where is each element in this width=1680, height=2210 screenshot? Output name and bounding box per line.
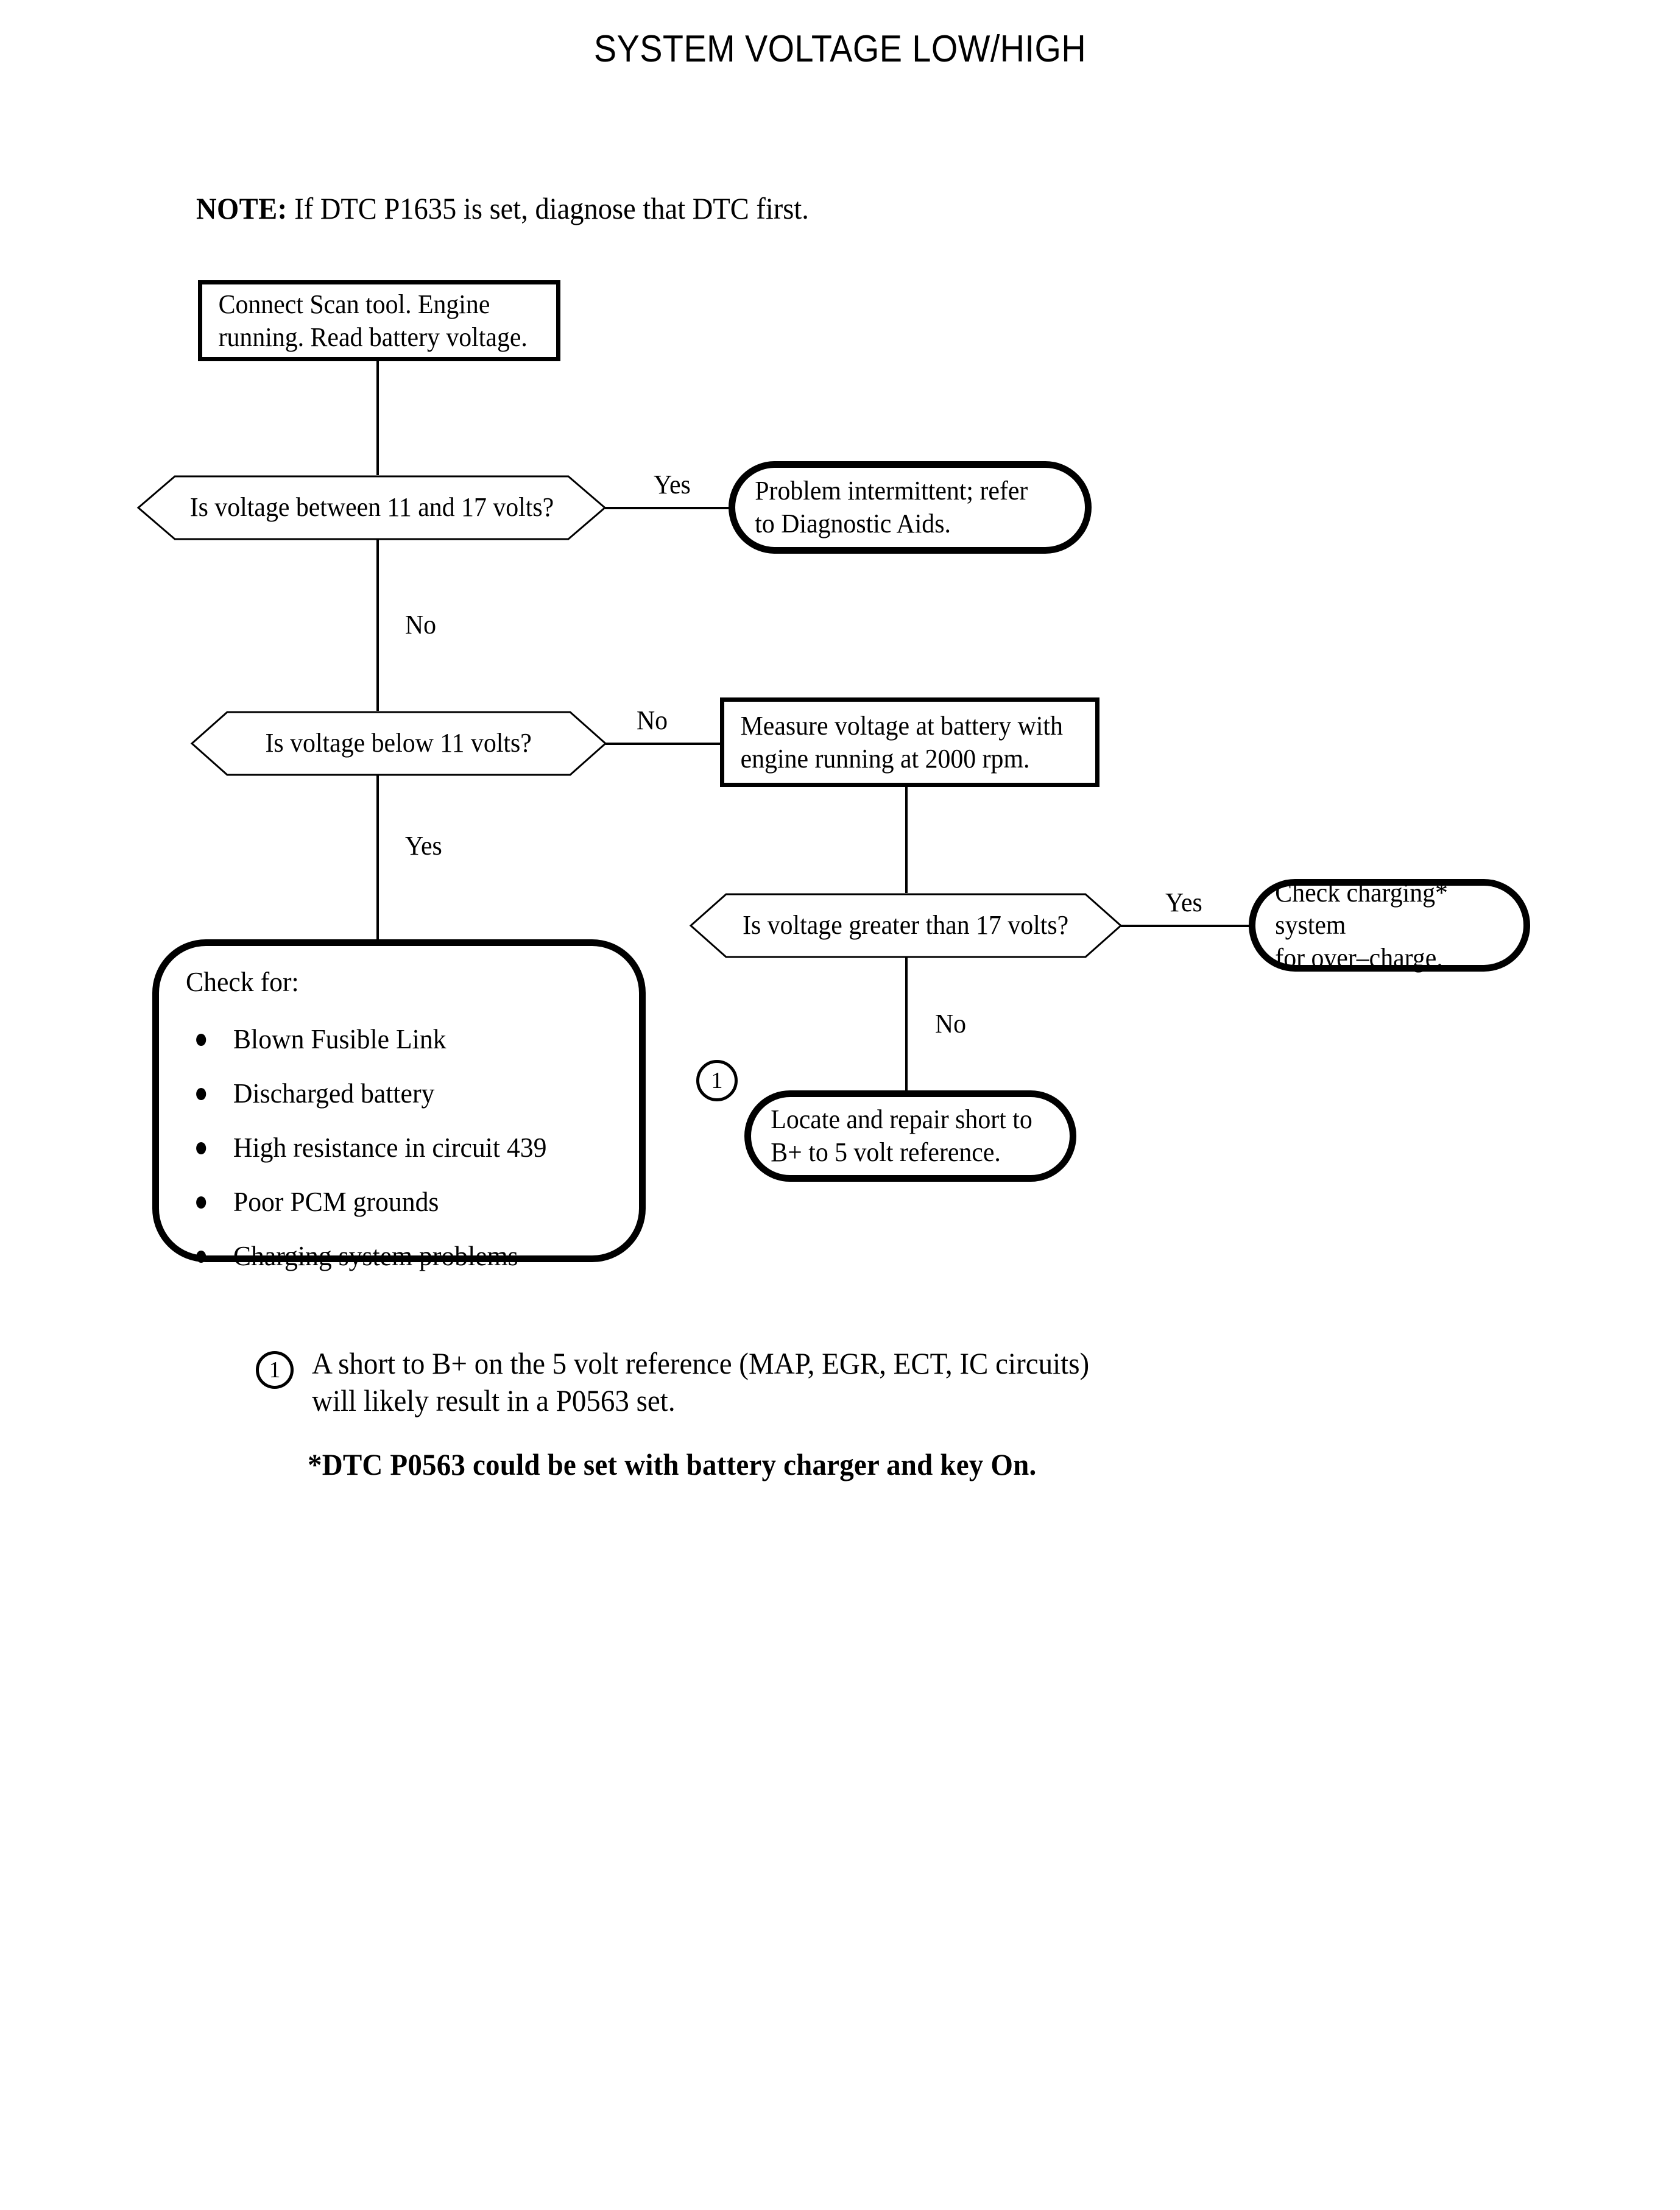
check-for-box[interactable]: Check for: Blown Fusible Link Discharged… xyxy=(152,939,646,1270)
process-measure-voltage[interactable]: Measure voltage at battery with engine r… xyxy=(720,697,1099,787)
list-item: Discharged battery xyxy=(186,1079,605,1107)
page-title: SYSTEM VOLTAGE LOW/HIGH xyxy=(593,28,1087,70)
hexagon-shape xyxy=(690,893,1122,958)
note-label: NOTE: xyxy=(196,191,288,225)
list-item-label: Blown Fusible Link xyxy=(233,1023,446,1054)
footnote-marker-1-circle: 1 xyxy=(256,1351,294,1389)
branch-label-decision1-yes: Yes xyxy=(654,470,691,500)
terminator-check-charging-system-text: Check charging* system for over–charge. xyxy=(1275,877,1448,973)
check-for-list: Blown Fusible Link Discharged battery Hi… xyxy=(186,1025,627,1296)
list-item: Poor PCM grounds xyxy=(186,1188,605,1216)
footnote-2-text: *DTC P0563 could be set with battery cha… xyxy=(308,1447,1037,1481)
terminator-locate-repair-short-text: Locate and repair short to B+ to 5 volt … xyxy=(771,1104,1032,1167)
connector-decision3-no xyxy=(905,957,908,1103)
decision-1-text: Is voltage between 11 and 17 volts? xyxy=(189,492,554,523)
check-for-heading: Check for: xyxy=(186,966,299,997)
footnote-1-text: A short to B+ on the 5 volt reference (M… xyxy=(312,1346,1090,1417)
branch-label-decision1-no: No xyxy=(405,610,437,640)
bullet-icon xyxy=(196,1088,206,1100)
footnote-1: 1 A short to B+ on the 5 volt reference … xyxy=(256,1345,1291,1419)
list-item: Blown Fusible Link xyxy=(186,1025,605,1053)
ref-marker-1-circle: 1 xyxy=(696,1060,738,1101)
connector-decision1-yes xyxy=(605,507,730,509)
branch-label-decision3-no: No xyxy=(935,1009,967,1039)
terminator-problem-intermittent[interactable]: Problem intermittent; refer to Diagnosti… xyxy=(729,461,1092,554)
hexagon-shape xyxy=(137,475,606,540)
branch-label-decision3-yes: Yes xyxy=(1165,888,1202,917)
bullet-icon xyxy=(196,1251,206,1263)
list-item-label: High resistance in circuit 439 xyxy=(233,1132,547,1163)
start-process-box[interactable]: Connect Scan tool. Engine running. Read … xyxy=(198,280,560,361)
list-item: High resistance in circuit 439 xyxy=(186,1134,605,1162)
decision-3-text: Is voltage greater than 17 volts? xyxy=(743,910,1069,941)
bullet-icon xyxy=(196,1196,206,1209)
decision-3-voltage-greater-than-17[interactable]: Is voltage greater than 17 volts? xyxy=(690,893,1122,958)
list-item-label: Charging system problems xyxy=(233,1240,518,1271)
connector-decision1-no xyxy=(376,539,379,711)
hexagon-shape xyxy=(191,711,607,776)
process-measure-voltage-text: Measure voltage at battery with engine r… xyxy=(740,710,1063,774)
connector-decision2-no xyxy=(605,743,722,745)
list-item: Charging system problems xyxy=(186,1242,605,1270)
branch-label-decision2-yes: Yes xyxy=(405,831,442,861)
note-text: If DTC P1635 is set, diagnose that DTC f… xyxy=(287,191,809,225)
bullet-icon xyxy=(196,1034,206,1046)
bullet-icon xyxy=(196,1142,206,1154)
terminator-locate-repair-short[interactable]: Locate and repair short to B+ to 5 volt … xyxy=(744,1090,1076,1182)
decision-2-voltage-below-11[interactable]: Is voltage below 11 volts? xyxy=(191,711,607,776)
connector-measure-to-decision3 xyxy=(905,787,908,894)
decision-1-voltage-between-11-and-17[interactable]: Is voltage between 11 and 17 volts? xyxy=(137,475,606,540)
connector-decision2-yes xyxy=(376,775,379,939)
ref-marker-1-label: 1 xyxy=(711,1068,723,1093)
decision-2-text: Is voltage below 11 volts? xyxy=(265,728,532,758)
list-item-label: Poor PCM grounds xyxy=(233,1186,439,1217)
start-process-text: Connect Scan tool. Engine running. Read … xyxy=(218,289,528,352)
connector-start-to-decision1 xyxy=(376,361,379,475)
terminator-problem-intermittent-text: Problem intermittent; refer to Diagnosti… xyxy=(755,476,1028,538)
connector-decision3-yes xyxy=(1121,925,1252,927)
list-item-label: Discharged battery xyxy=(233,1078,435,1109)
branch-label-decision2-no: No xyxy=(637,705,668,735)
footnote-marker-1-label: 1 xyxy=(269,1357,281,1383)
terminator-check-charging-system[interactable]: Check charging* system for over–charge. xyxy=(1249,877,1530,973)
note-line: NOTE: If DTC P1635 is set, diagnose that… xyxy=(196,191,809,226)
